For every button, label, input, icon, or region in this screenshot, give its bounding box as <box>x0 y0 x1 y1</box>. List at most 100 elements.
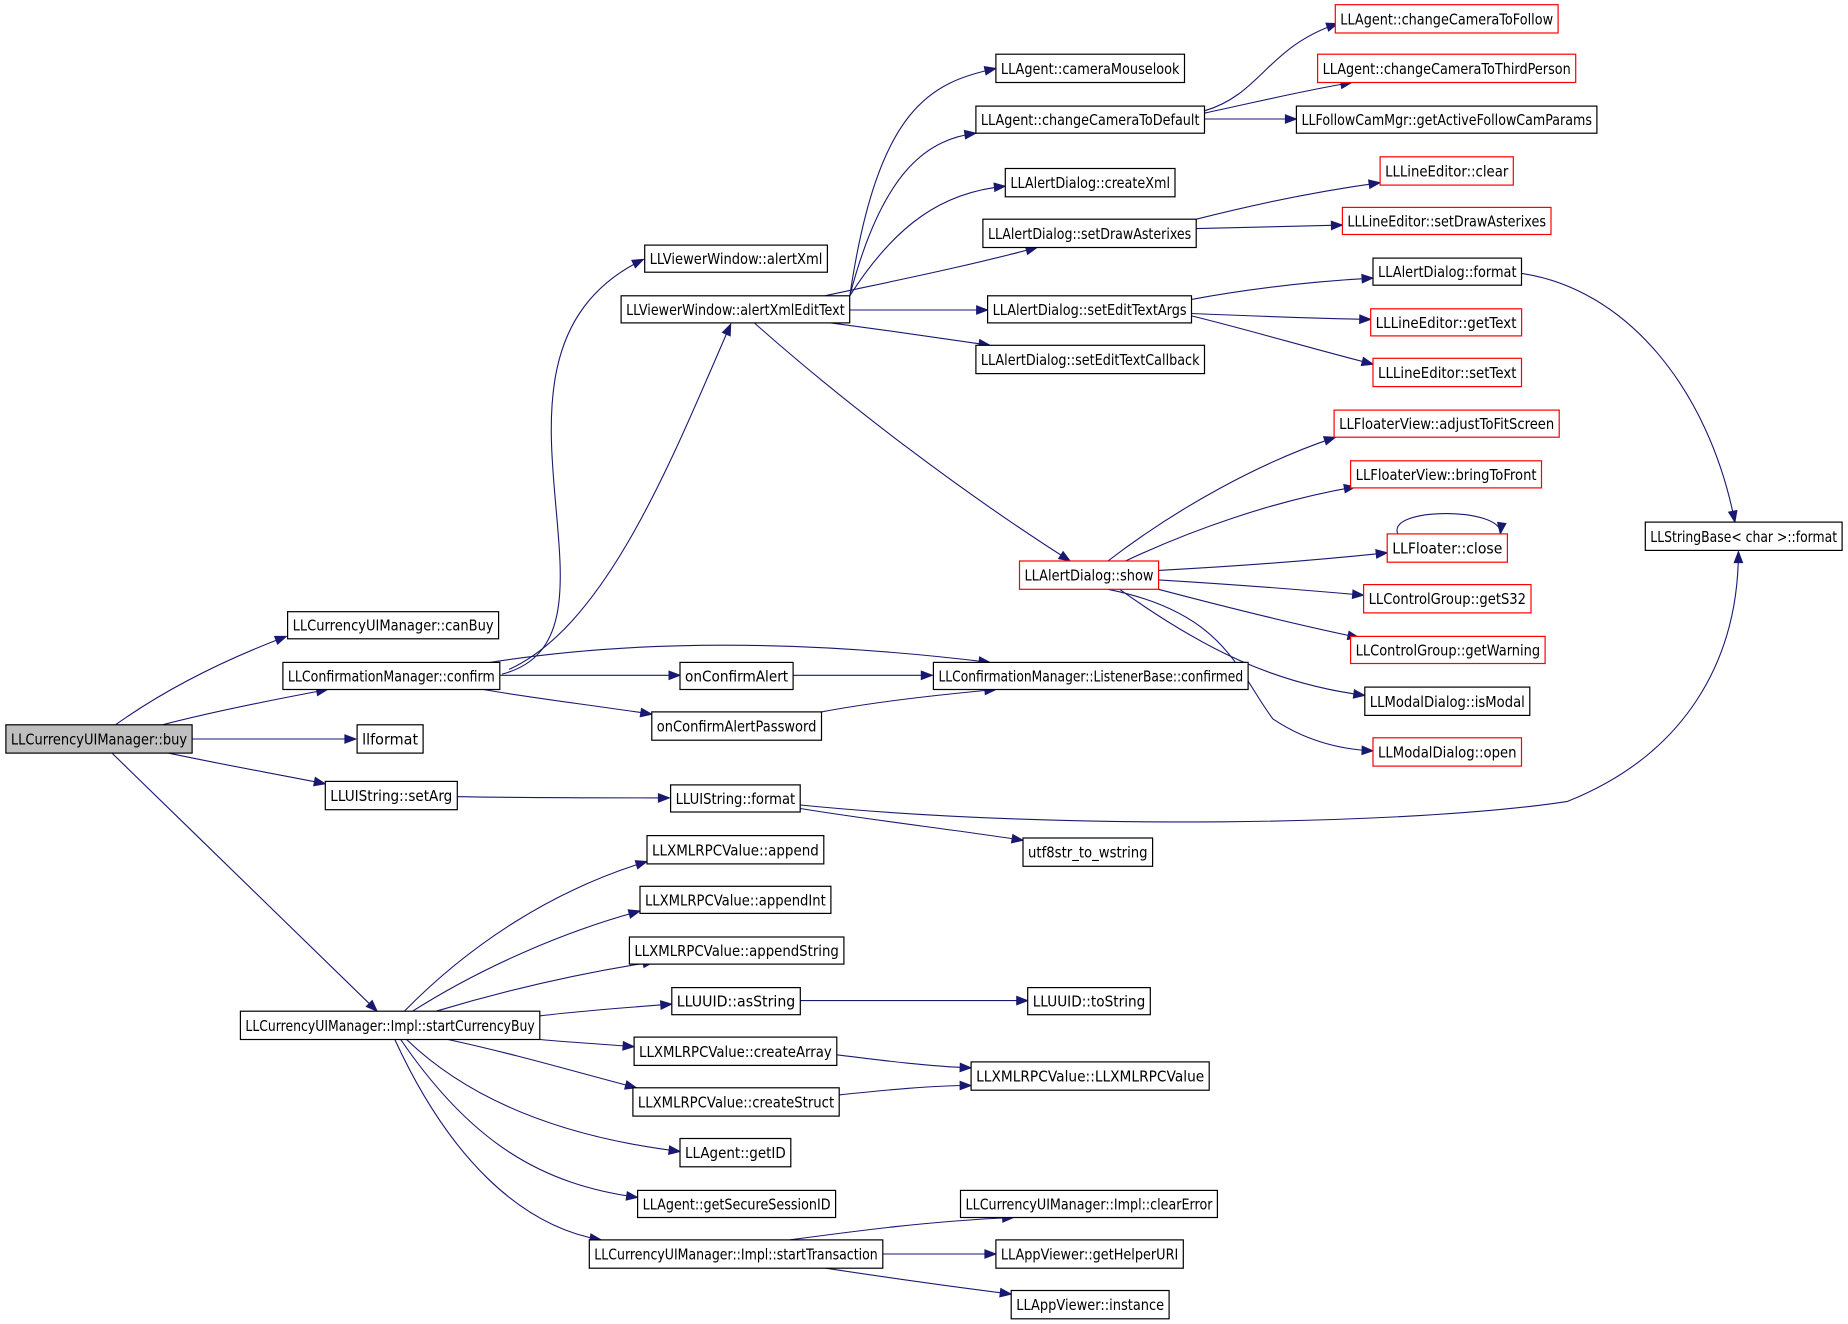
node-box <box>970 1061 1210 1091</box>
node-label: LLUUID::asString <box>677 993 796 1011</box>
node-setDrawAst[interactable]: LLAlertDialog::setDrawAsterixes <box>982 218 1197 249</box>
node-camToDefault[interactable]: LLAgent::changeCameraToDefault <box>975 105 1206 134</box>
arrow-head-icon <box>624 1080 638 1090</box>
node-adFormat[interactable]: LLAlertDialog::format <box>1372 257 1523 286</box>
edge-line <box>1196 182 1381 220</box>
arrow-head-icon <box>1361 273 1375 284</box>
node-uuidAsString[interactable]: LLUUID::asString <box>671 986 801 1016</box>
node-label: LLFollowCamMgr::getActiveFollowCamParams <box>1301 111 1592 129</box>
node-flClose[interactable]: LLFloater::close <box>1386 533 1508 563</box>
node-fvAdjust[interactable]: LLFloaterView::adjustToFitScreen <box>1333 409 1560 438</box>
edge-line <box>1191 315 1374 365</box>
node-label: LLConfirmationManager::ListenerBase::con… <box>938 667 1243 685</box>
node-xAppendInt[interactable]: LLXMLRPCValue::appendInt <box>639 885 832 914</box>
node-confirmed[interactable]: LLConfirmationManager::ListenerBase::con… <box>932 661 1249 691</box>
node-setArg[interactable]: LLUIString::setArg <box>324 780 458 811</box>
arrow-head-icon <box>993 182 1007 193</box>
node-onConfirmAlert[interactable]: onConfirmAlert <box>679 661 794 691</box>
arrow-head-icon <box>631 258 645 269</box>
node-box <box>1372 257 1523 286</box>
node-label: llformat <box>362 731 418 749</box>
node-agGetID[interactable]: LLAgent::getID <box>679 1137 792 1168</box>
node-box <box>1295 105 1598 134</box>
arrow-head-icon <box>1016 995 1030 1006</box>
node-followCam[interactable]: LLFollowCamMgr::getActiveFollowCamParams <box>1295 105 1598 134</box>
node-box <box>975 105 1206 134</box>
node-box <box>5 724 193 754</box>
node-cgGetWarning[interactable]: LLControlGroup::getWarning <box>1349 635 1546 665</box>
edge-line <box>168 752 326 785</box>
node-fvBring[interactable]: LLFloaterView::bringToFront <box>1349 460 1543 489</box>
node-alertXmlEditText[interactable]: LLViewerWindow::alertXmlEditText <box>620 295 851 324</box>
node-camThird[interactable]: LLAgent::changeCameraToThirdPerson <box>1316 53 1577 84</box>
arrow-head-icon <box>659 1000 674 1010</box>
node-alertXml[interactable]: LLViewerWindow::alertXml <box>644 244 829 273</box>
edge-buy-to-canBuy <box>115 635 288 726</box>
edge-uiFormat-to-utf8str <box>800 807 1025 844</box>
node-clearError[interactable]: LLCurrencyUIManager::Impl::clearError <box>959 1189 1218 1219</box>
node-box <box>1341 206 1552 236</box>
edge-line <box>1158 579 1364 596</box>
node-sbFormat[interactable]: LLStringBase< char >::format <box>1644 521 1843 551</box>
node-buy[interactable]: LLCurrencyUIManager::buy <box>5 724 193 754</box>
node-cgGetS32[interactable]: LLControlGroup::getS32 <box>1362 583 1532 614</box>
node-mdOpen[interactable]: LLModalDialog::open <box>1372 737 1523 767</box>
edge-startCurrencyBuy-to-agGetSecure <box>400 1039 639 1201</box>
node-xValue[interactable]: LLXMLRPCValue::LLXMLRPCValue <box>970 1061 1210 1091</box>
arrow-head-icon <box>1360 356 1375 367</box>
edge-setEditTextArgs-to-leGetText <box>1191 312 1373 325</box>
node-uuidToString[interactable]: LLUUID::toString <box>1027 986 1151 1016</box>
node-box <box>1334 4 1559 34</box>
node-onConfirmAlertPassword[interactable]: onConfirmAlertPassword <box>651 711 823 741</box>
edge-startCurrencyBuy-to-xCreateArray <box>539 1038 636 1051</box>
node-xAppend[interactable]: LLXMLRPCValue::append <box>646 834 825 865</box>
node-xCreateStruct[interactable]: LLXMLRPCValue::createStruct <box>632 1087 840 1117</box>
node-camMouselook[interactable]: LLAgent::cameraMouselook <box>995 53 1186 84</box>
node-confirm[interactable]: LLConfirmationManager::confirm <box>282 661 501 691</box>
node-label: LLXMLRPCValue::createStruct <box>638 1094 834 1112</box>
node-label: LLAgent::changeCameraToDefault <box>981 111 1200 129</box>
edge-uiFormat-to-sbFormat <box>800 550 1744 823</box>
node-startCurrencyBuy[interactable]: LLCurrencyUIManager::Impl::startCurrency… <box>239 1010 541 1041</box>
node-label: LLXMLRPCValue::append <box>652 841 819 859</box>
edge-adFormat-to-sbFormat <box>1521 272 1738 524</box>
arrow-head-icon <box>1361 745 1375 756</box>
node-canBuy[interactable]: LLCurrencyUIManager::canBuy <box>287 611 500 640</box>
node-box <box>287 611 500 640</box>
node-uiFormat[interactable]: LLUIString::format <box>669 784 801 813</box>
edge-line <box>1521 272 1736 523</box>
node-camFollow[interactable]: LLAgent::changeCameraToFollow <box>1334 4 1559 34</box>
node-leSetText[interactable]: LLLineEditor::setText <box>1372 357 1523 388</box>
node-startTrans[interactable]: LLCurrencyUIManager::Impl::startTransact… <box>588 1239 884 1269</box>
edge-alertXmlEditText-to-setEditTextArgs <box>849 305 990 315</box>
node-createXml[interactable]: LLAlertDialog::createXml <box>1004 167 1176 198</box>
node-xAppendString[interactable]: LLXMLRPCValue::appendString <box>628 936 845 965</box>
node-label: LLCurrencyUIManager::Impl::startCurrency… <box>245 1017 534 1035</box>
edge-alertShow-to-cgGetS32 <box>1158 579 1365 600</box>
node-leSetDrawAst[interactable]: LLLineEditor::setDrawAsterixes <box>1341 206 1552 236</box>
edge-line <box>394 1039 602 1241</box>
node-leClear[interactable]: LLLineEditor::clear <box>1379 156 1514 186</box>
node-box <box>1333 409 1560 438</box>
arrow-head-icon <box>668 1145 682 1155</box>
node-getHelperURI[interactable]: LLAppViewer::getHelperURI <box>995 1239 1184 1269</box>
node-mdIsModal[interactable]: LLModalDialog::isModal <box>1364 686 1531 716</box>
edge-camToDefault-to-followCam <box>1204 114 1298 124</box>
node-xCreateArray[interactable]: LLXMLRPCValue::createArray <box>633 1036 838 1066</box>
node-appInstance[interactable]: LLAppViewer::instance <box>1010 1289 1170 1320</box>
node-box <box>1022 837 1154 867</box>
node-alertShow[interactable]: LLAlertDialog::show <box>1018 560 1160 590</box>
edge-setEditTextArgs-to-adFormat <box>1191 273 1375 300</box>
node-setEditTextArgs[interactable]: LLAlertDialog::setEditTextArgs <box>986 295 1193 324</box>
node-leGetText[interactable]: LLLineEditor::getText <box>1370 308 1523 337</box>
node-box <box>1644 521 1843 551</box>
edge-line <box>1107 436 1336 562</box>
node-setEditTextCallback[interactable]: LLAlertDialog::setEditTextCallback <box>975 344 1206 375</box>
edge-xCreateStruct-to-xValue <box>839 1080 973 1096</box>
node-utf8str[interactable]: utf8str_to_wstring <box>1022 837 1154 867</box>
node-box <box>636 1189 837 1219</box>
node-agGetSecure[interactable]: LLAgent::getSecureSessionID <box>636 1189 837 1219</box>
node-llformat[interactable]: llformat <box>356 724 424 754</box>
arrow-head-icon <box>273 635 288 646</box>
